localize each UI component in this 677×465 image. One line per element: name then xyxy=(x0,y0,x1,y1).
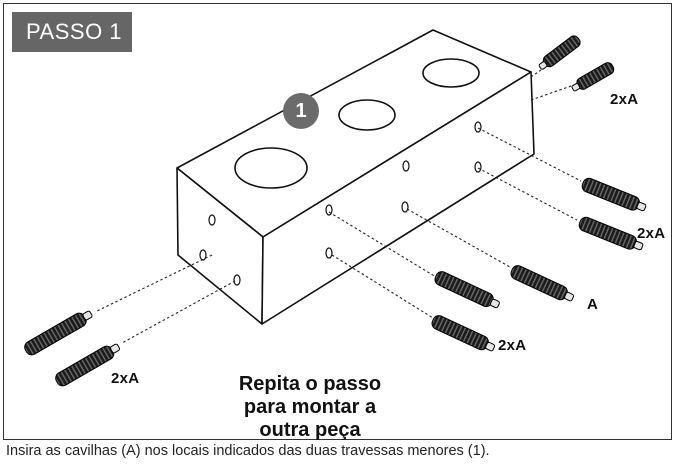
quantity-label-middle: A xyxy=(587,296,599,313)
dowel xyxy=(581,177,647,212)
guide-lines xyxy=(94,69,582,344)
dowel xyxy=(55,343,121,387)
wooden-rail-block xyxy=(176,29,535,325)
dowel xyxy=(24,310,93,356)
block-side-face xyxy=(261,71,535,325)
quantity-label-top-right: 2xA xyxy=(610,91,639,108)
quantity-label-right-upper: 2xA xyxy=(637,225,666,242)
dowel xyxy=(434,271,500,309)
repeat-step-note: Repita o passo para montar a outra peça xyxy=(238,373,382,441)
quantity-label-bottom-left: 2xA xyxy=(111,370,140,387)
dowel xyxy=(510,265,575,302)
quantity-label-middle-lower: 2xA xyxy=(498,337,527,354)
top-hole-3 xyxy=(422,58,480,88)
instruction-caption: Insira as cavilhas (A) nos locais indica… xyxy=(6,443,490,459)
dowel xyxy=(571,62,615,92)
dowel xyxy=(431,315,496,352)
part-number-badge: 1 xyxy=(283,93,319,129)
dowel xyxy=(538,35,581,70)
top-hole-2 xyxy=(338,99,396,131)
top-hole-1 xyxy=(234,147,308,189)
dowels xyxy=(24,35,647,387)
top-holes xyxy=(234,58,480,189)
step-badge: PASSO 1 xyxy=(12,12,132,52)
dowel-holes xyxy=(199,121,482,286)
dowel xyxy=(578,216,644,251)
